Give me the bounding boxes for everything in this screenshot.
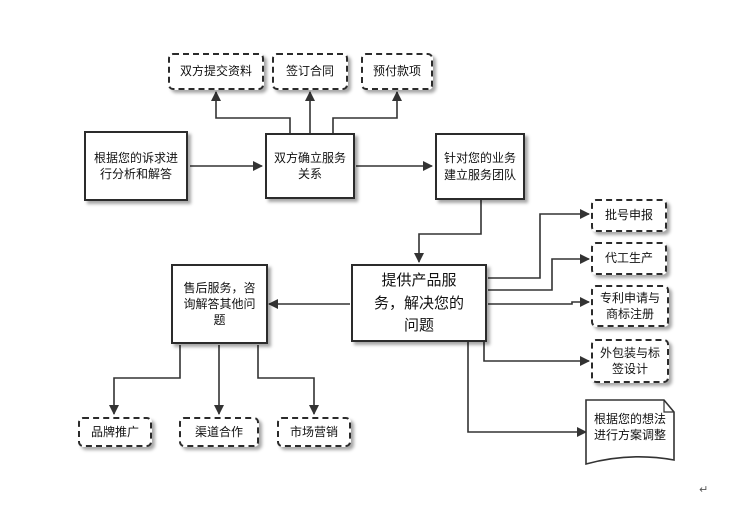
- node-approval: 批号申报: [591, 199, 667, 232]
- paragraph-mark: ↵: [699, 483, 709, 496]
- arrow-provide-to-oem: [488, 254, 590, 291]
- node-confirm: 双方确立服务关系: [265, 133, 355, 199]
- arrow-provide-to-patent: [488, 297, 590, 307]
- node-patent: 专利申请与商标注册: [591, 285, 669, 327]
- node-brand: 品牌推广: [78, 417, 152, 447]
- node-packaging: 外包装与标签设计: [591, 339, 669, 383]
- arrow-confirm-to-prepay: [332, 91, 402, 133]
- arrow-after-sales-to-market: [257, 345, 319, 415]
- node-channel: 渠道合作: [179, 417, 259, 447]
- node-contract: 签订合同: [272, 53, 348, 90]
- node-analysis: 根据您的诉求进行分析和解答: [84, 131, 188, 201]
- node-team: 针对您的业务建立服务团队: [435, 133, 525, 200]
- arrow-team-to-provide: [414, 200, 482, 263]
- node-prepay: 预付款项: [361, 53, 433, 90]
- node-market: 市场营销: [277, 417, 351, 447]
- document-shape: [585, 399, 675, 466]
- node-exchange: 双方提交资料: [168, 53, 264, 90]
- arrow-confirm-to-exchange: [211, 91, 291, 133]
- node-provide: 提供产品服务，解决您的问题: [351, 264, 487, 342]
- arrow-provide-to-approval: [488, 209, 590, 279]
- arrow-after-sales-to-brand: [109, 345, 181, 415]
- node-after-sales: 售后服务，咨询解答其他问题: [171, 264, 268, 344]
- arrow-provide-to-adjust: [467, 342, 587, 437]
- node-adjust: 根据您的想法进行方案调整: [593, 411, 666, 442]
- node-oem: 代工生产: [591, 242, 667, 275]
- arrow-provide-to-packaging: [483, 322, 590, 366]
